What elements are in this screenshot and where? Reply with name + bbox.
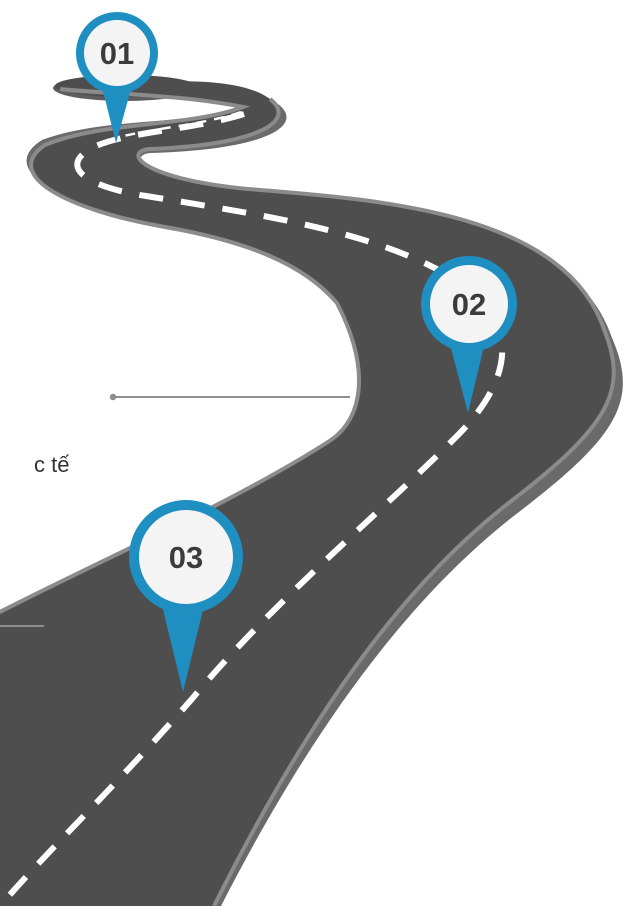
side-text-fragment: c tế — [34, 454, 69, 476]
marker-label-02: 02 — [452, 287, 486, 322]
marker-label-01: 01 — [100, 36, 134, 71]
connector-dot-2 — [110, 394, 116, 400]
road-body — [0, 81, 623, 906]
marker-label-03: 03 — [169, 540, 203, 575]
